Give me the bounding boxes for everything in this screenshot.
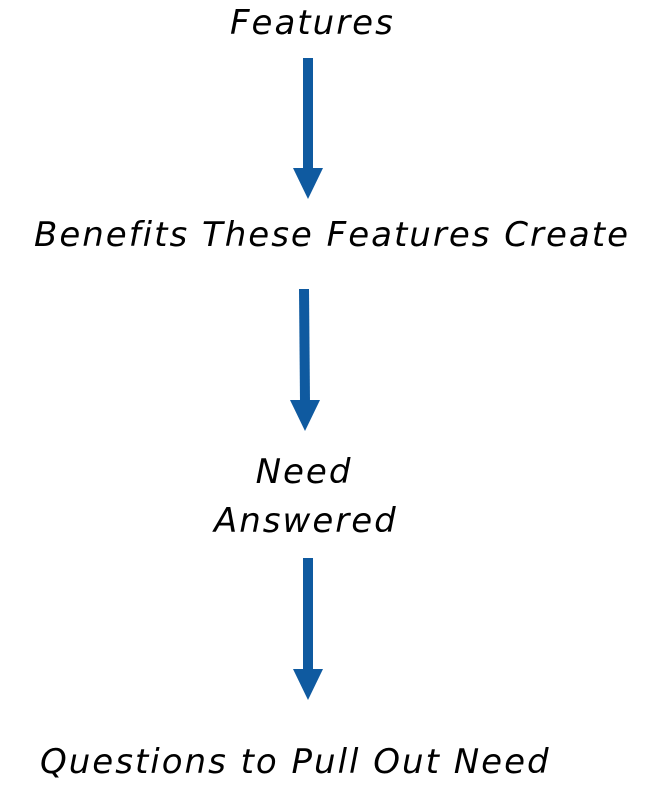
node-need: Need Answered: [214, 452, 398, 541]
arrow-features-to-benefits: [288, 58, 328, 200]
arrow-need-to-questions: [288, 558, 328, 701]
node-questions: Questions to Pull Out Need: [40, 745, 551, 779]
arrow-head: [290, 400, 320, 431]
node-benefits-label: Benefits These Features Create: [34, 215, 630, 255]
node-benefits: Benefits These Features Create: [34, 218, 630, 252]
node-features: Features: [230, 6, 395, 40]
node-questions-label: Questions to Pull Out Need: [40, 742, 551, 782]
arrow-head: [293, 168, 323, 199]
node-need-line-2: Answered: [214, 501, 398, 541]
node-need-line-1: Need: [255, 452, 353, 492]
arrow-shaft: [299, 289, 310, 403]
arrow-benefits-to-need: [285, 289, 325, 432]
node-features-label: Features: [230, 3, 395, 43]
arrow-head: [293, 669, 323, 700]
